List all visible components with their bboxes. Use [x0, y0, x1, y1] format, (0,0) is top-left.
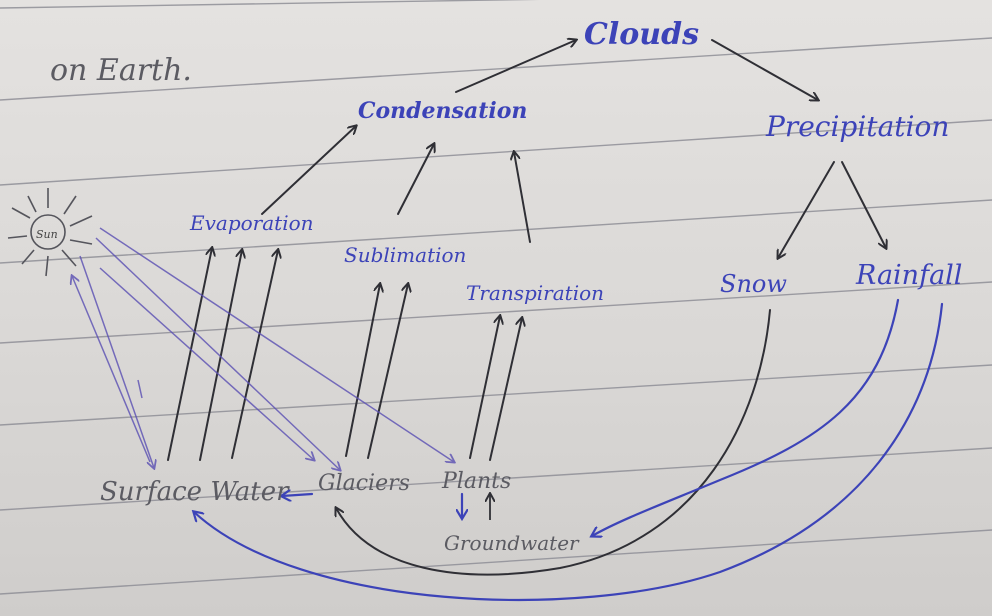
label-glaciers: Glaciers — [318, 471, 410, 496]
heading-fragment: on Earth. — [50, 53, 192, 88]
label-transpiration: Transpiration — [466, 281, 604, 305]
label-condensation: Condensation — [358, 98, 527, 124]
label-clouds: Clouds — [584, 17, 699, 52]
label-plants: Plants — [441, 469, 511, 494]
sun-label: Sun — [36, 228, 58, 241]
label-snow: Snow — [720, 270, 787, 298]
label-groundwater: Groundwater — [444, 531, 580, 555]
label-sublimation: Sublimation — [344, 243, 466, 267]
label-rainfall: Rainfall — [855, 260, 962, 291]
black-arrows — [167, 40, 886, 576]
label-evaporation: Evaporation — [189, 211, 314, 235]
blue-arrows — [194, 298, 944, 602]
sun-icon — [7, 188, 93, 277]
label-precipitation: Precipitation — [765, 110, 949, 143]
label-surface-water: Surface Water — [100, 477, 290, 507]
ruled-lines — [0, 0, 992, 595]
sun-rays-arrows — [72, 227, 454, 470]
